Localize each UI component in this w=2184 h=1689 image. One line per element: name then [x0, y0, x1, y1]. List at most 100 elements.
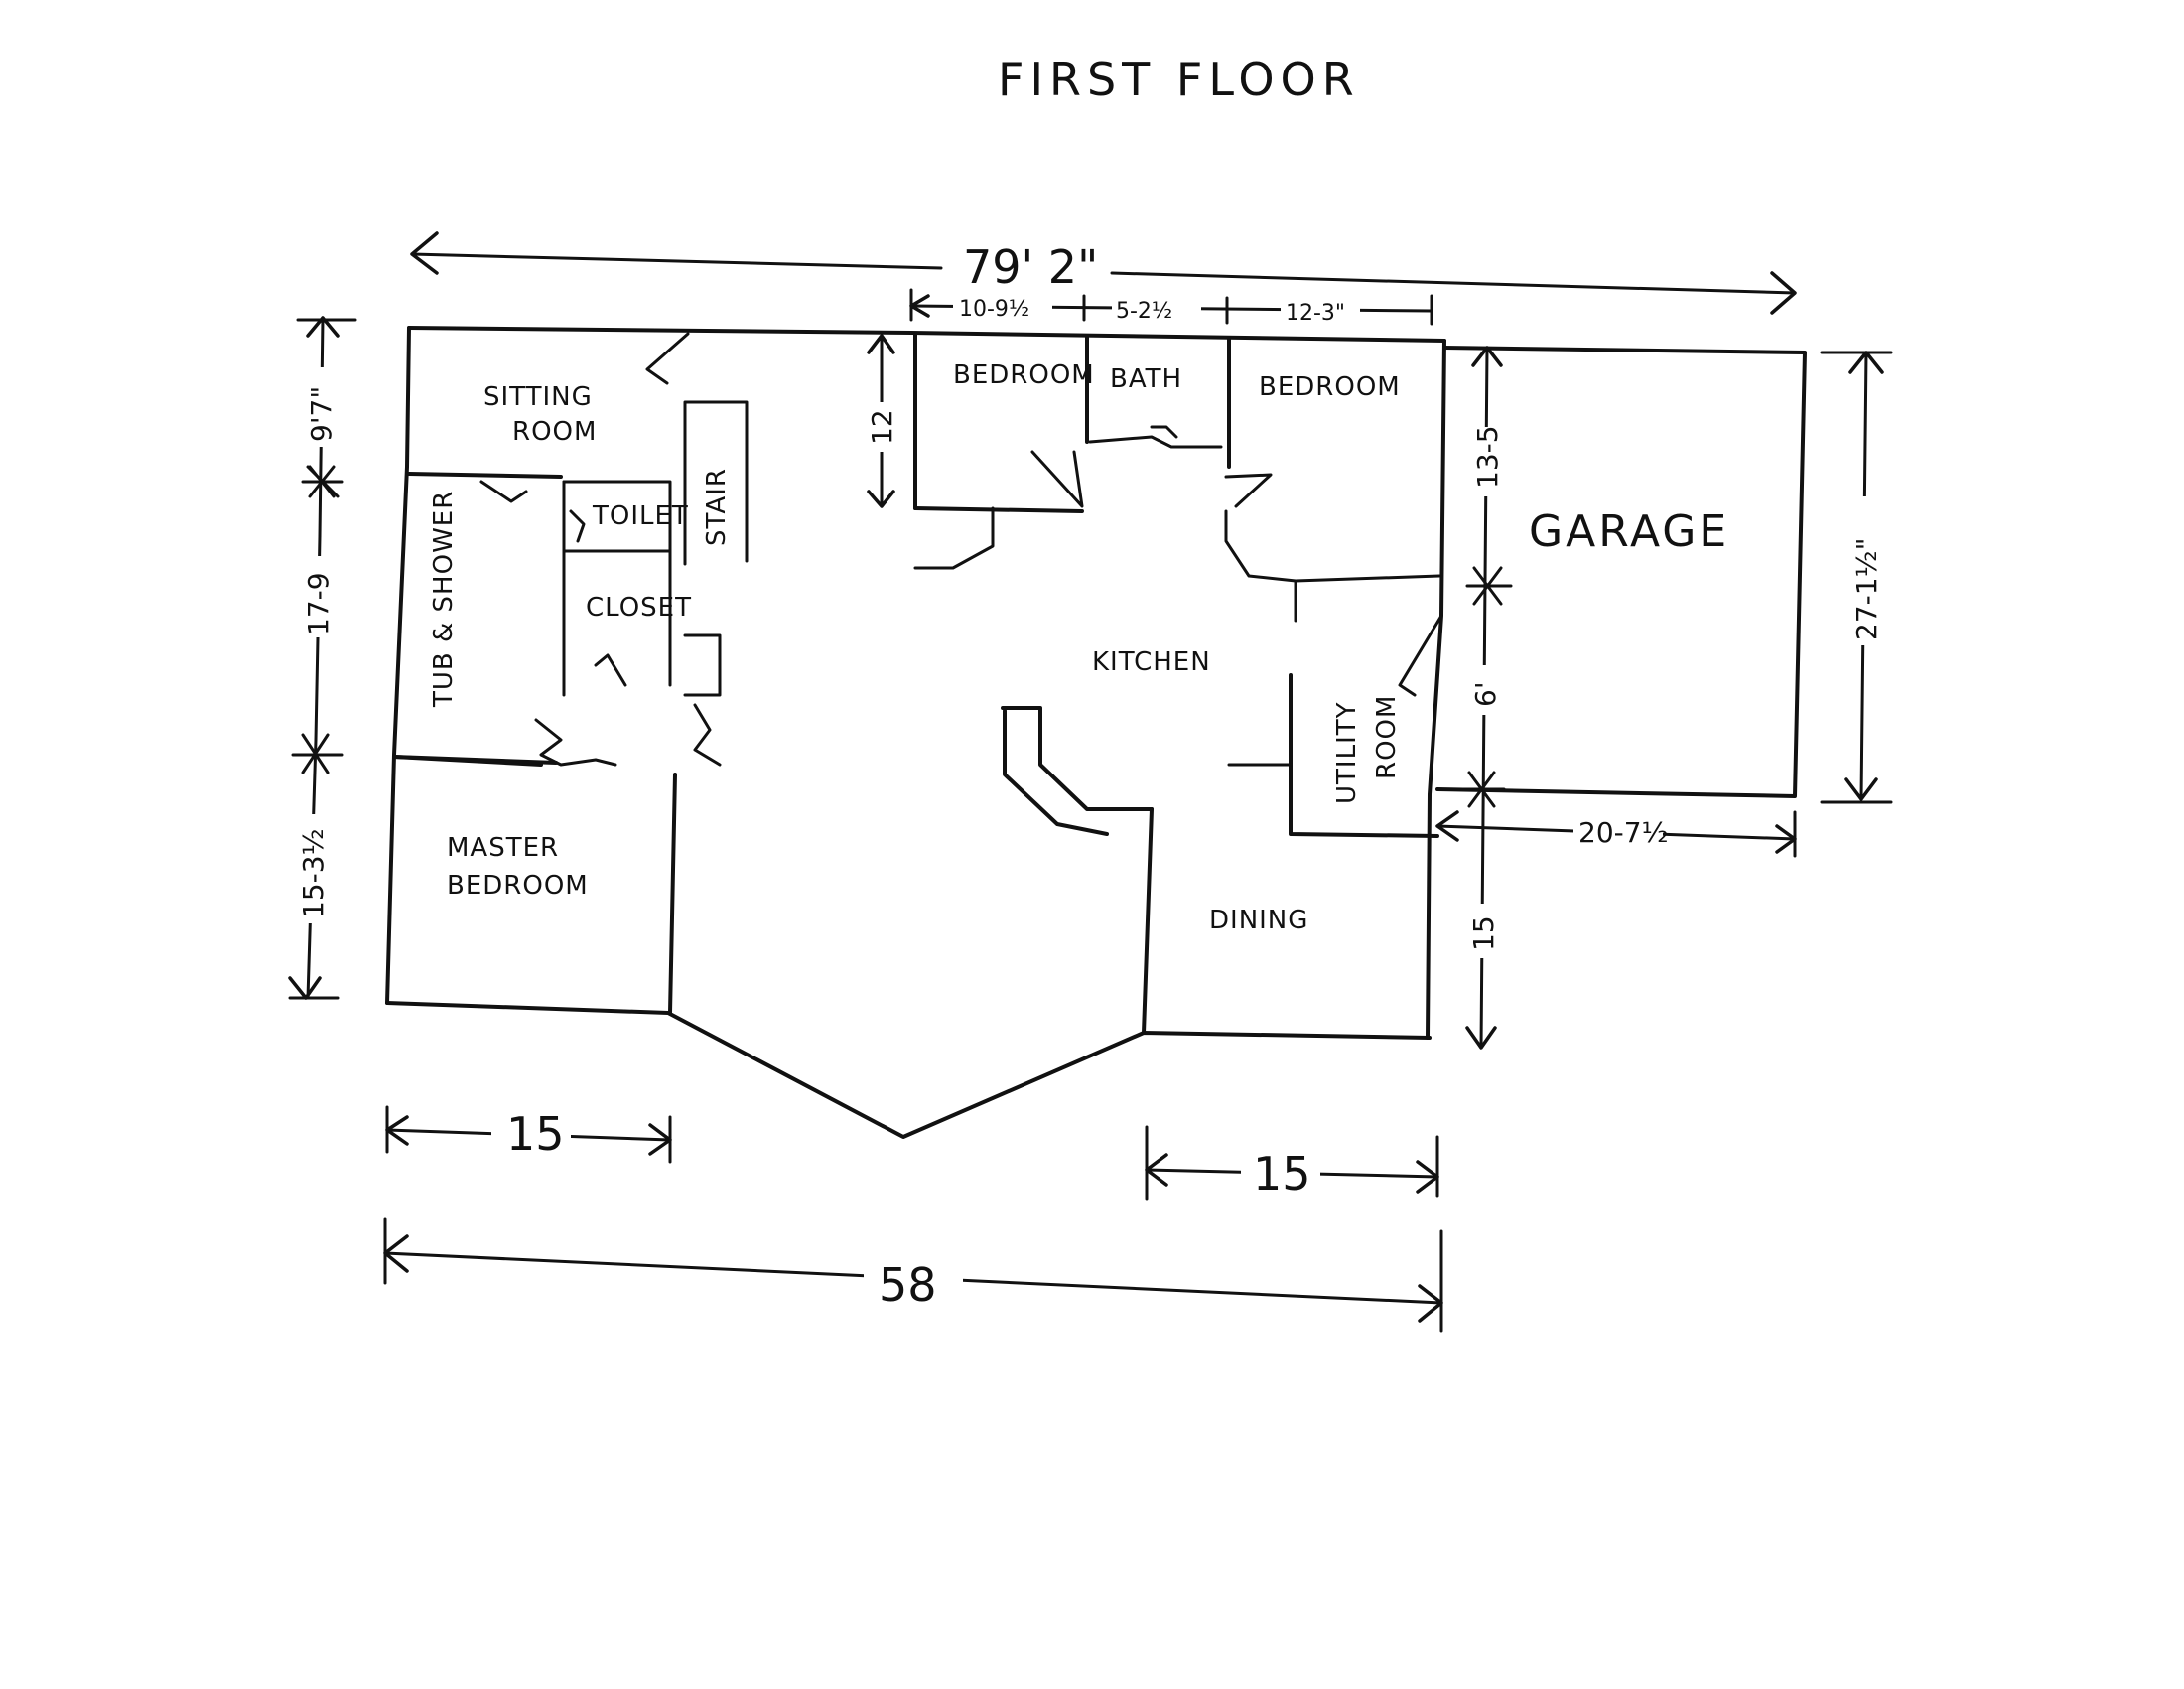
dining-width-label: 15 — [1253, 1147, 1311, 1200]
bedroom-right-width-label: 12-3" — [1286, 301, 1345, 326]
master-width-label: 15 — [506, 1107, 565, 1161]
kitchen-island — [1001, 706, 1154, 811]
utility-room-label: UTILITY — [1332, 702, 1362, 805]
garage-width-bg — [1573, 812, 1663, 848]
exterior-wall-left — [385, 326, 411, 1005]
exterior-wall-bottom — [385, 1001, 1432, 1139]
closet-door — [594, 653, 627, 687]
right-dim-bg-2 — [1465, 665, 1503, 715]
bedroom-depth-arrow-top — [867, 334, 895, 354]
bedroom-right-closet — [1224, 509, 1441, 583]
right-dim-arrow-bottom — [1465, 1026, 1497, 1050]
bedroom-right-door — [1224, 473, 1273, 508]
left-dim-arrow-top — [306, 316, 340, 338]
utility-depth-label: 6' — [1469, 681, 1502, 707]
sitting-depth-label: 9'7" — [305, 386, 338, 442]
dimensions: 79' 2" 10-9½ 5-2½ 12-3" 12 — [288, 231, 1893, 1333]
hall-door-right — [693, 703, 722, 767]
middle-depth-label: 17-9 — [302, 572, 335, 635]
right-dim-star-2c — [1467, 771, 1496, 808]
master-bedroom-label-2: BEDROOM — [447, 871, 589, 901]
master-bedroom-north-wall — [392, 755, 558, 765]
overall-58-label: 58 — [879, 1258, 937, 1312]
garage-width-label: 20-7½ — [1578, 816, 1669, 849]
left-dim-bg-2 — [296, 556, 338, 637]
bedroom-right-label: BEDROOM — [1259, 372, 1401, 402]
garage-depth-bg — [1839, 496, 1886, 645]
bath-width-label: 5-2½ — [1116, 299, 1172, 324]
bath-south-wall — [1088, 435, 1223, 449]
toilet-walls — [562, 480, 672, 553]
master-width-arrow-left — [385, 1115, 409, 1146]
overall-58-arrow-right — [1418, 1284, 1443, 1323]
garage-depth-arrow-bottom — [1844, 777, 1878, 801]
kitchen-island-inner — [1003, 709, 1109, 836]
toilet-door — [569, 509, 586, 543]
overall-width-label: 79' 2" — [963, 240, 1098, 294]
utility-door — [1398, 614, 1443, 697]
overall-58-arrow-left — [383, 1234, 409, 1273]
left-dim-star-1c — [308, 465, 336, 498]
garage-label: GARAGE — [1529, 506, 1729, 557]
room-labels: SITTING ROOM TUB & SHOWER TOILET STAIR C… — [429, 360, 1729, 935]
garage-walls — [1435, 346, 1807, 798]
dining-west-wall — [1142, 807, 1154, 1035]
sitting-room-door — [645, 332, 690, 385]
dining-width-bg — [1241, 1152, 1320, 1194]
utility-room-walls — [1289, 673, 1439, 838]
top-dim-label-bg-1 — [953, 288, 1052, 322]
plan-title: FIRST FLOOR — [998, 53, 1360, 106]
left-dim-star-2c — [301, 733, 330, 774]
left-dim-bg-3 — [288, 814, 333, 923]
kitchen-label: KITCHEN — [1092, 647, 1211, 677]
door-swings — [479, 332, 1443, 697]
toilet-label: TOILET — [592, 501, 689, 531]
stair-landing — [683, 633, 722, 697]
tub-door — [479, 480, 528, 503]
bath-door — [1150, 425, 1178, 439]
right-bedroom-depth-label: 13-5 — [1471, 425, 1504, 489]
top-dim-label-bg-3 — [1281, 294, 1360, 326]
dining-width-arrow-left — [1145, 1153, 1168, 1187]
left-dim-arrow-bottom — [288, 976, 322, 1000]
stair-walls — [683, 400, 749, 566]
exterior-wall-top-left — [407, 326, 1446, 343]
master-bedroom-label: MASTER — [447, 833, 559, 863]
overall-width-arrow-right — [1770, 271, 1797, 315]
overall-width-line-right — [1110, 271, 1797, 295]
dining-depth-label: 15 — [1467, 915, 1500, 951]
right-dim-bg-1 — [1467, 427, 1505, 496]
garage-depth-arrow-top — [1848, 351, 1884, 374]
dining-label: DINING — [1209, 906, 1308, 935]
dining-width-arrow-right — [1416, 1160, 1439, 1194]
stair-label: STAIR — [702, 468, 732, 546]
sitting-room-label-2: ROOM — [512, 417, 597, 447]
sitting-room-label: SITTING — [483, 382, 593, 412]
tub-shower-top-wall — [407, 472, 563, 479]
bedroom-depth-arrow-bottom — [867, 490, 895, 508]
bedroom-left-width-label: 10-9½ — [959, 297, 1029, 322]
overall-58-bg — [864, 1253, 963, 1308]
overall-width-arrow-left — [410, 231, 439, 275]
left-dim-bg-1 — [298, 367, 340, 447]
right-dim-bg-3 — [1463, 904, 1501, 958]
bedroom-left-south-wall — [913, 506, 1084, 513]
closet-label: CLOSET — [586, 593, 692, 623]
utility-room-label-2: ROOM — [1372, 695, 1402, 779]
bedroom-left-door — [1030, 450, 1084, 508]
master-width-arrow-right — [648, 1123, 672, 1156]
walls — [385, 326, 1807, 1139]
master-depth-label: 15-3½ — [297, 828, 330, 918]
garage-width-arrow-left — [1435, 810, 1459, 842]
bedroom-depth-bg — [866, 402, 897, 452]
exterior-wall-right — [1426, 339, 1446, 1040]
master-bedroom-east-wall — [668, 773, 677, 1015]
top-dim-label-bg-2 — [1112, 292, 1201, 324]
bedroom-left-closet — [913, 506, 995, 570]
bedroom-depth-label: 12 — [866, 409, 898, 445]
garage-depth-label: 27-1½" — [1850, 537, 1883, 640]
bath-label: BATH — [1110, 364, 1182, 394]
garage-width-arrow-right — [1775, 824, 1797, 854]
bedroom-left-label: BEDROOM — [953, 360, 1095, 390]
master-hall-door — [534, 718, 617, 767]
